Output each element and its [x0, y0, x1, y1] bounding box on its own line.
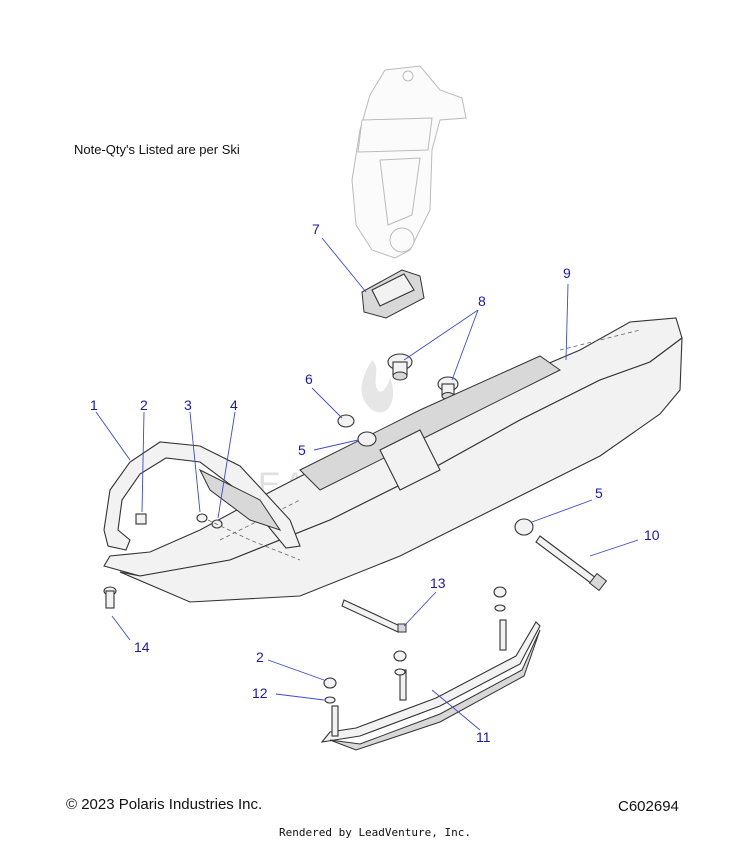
part-10-bolt: [535, 535, 608, 592]
callout-11: 11: [476, 729, 491, 745]
rendered-by-text: Rendered by LeadVenture, Inc.: [278, 826, 472, 839]
callout-13: 13: [430, 575, 446, 591]
part-13-bolt: [341, 599, 407, 633]
callout-7: 7: [312, 221, 320, 237]
callout-9: 9: [563, 265, 571, 281]
spindle-context-part: [351, 65, 467, 259]
callout-3: 3: [184, 397, 192, 413]
part-8-bushings: [387, 353, 459, 400]
copyright-text: © 2023 Polaris Industries Inc.: [66, 796, 263, 813]
callout-6: 6: [305, 371, 313, 387]
callout-2: 2: [140, 397, 148, 413]
part-2-3-4-fasteners: [135, 513, 301, 561]
callout-numbers: 1 2 3 4 5 5 6 7 8 9 10 11 12 13 14 2: [90, 221, 660, 745]
callout-2b: 2: [256, 649, 264, 665]
part-5-washers: [357, 431, 534, 536]
callout-4: 4: [230, 397, 238, 413]
callout-12: 12: [252, 685, 268, 701]
callout-8: 8: [478, 293, 486, 309]
part-1-handle: [103, 441, 301, 551]
callout-14: 14: [134, 639, 150, 655]
part-11-runner: [320, 586, 541, 751]
part-14-pin: [103, 586, 117, 609]
quantity-note: Note-Qty's Listed are per Ski: [74, 142, 240, 157]
diagram-code: C602694: [618, 798, 679, 815]
callout-5b: 5: [595, 485, 603, 501]
part-7-bumper: [361, 269, 425, 319]
leader-lines: [95, 237, 639, 731]
callout-5: 5: [298, 442, 306, 458]
callout-1: 1: [90, 397, 98, 413]
callout-10: 10: [644, 527, 660, 543]
